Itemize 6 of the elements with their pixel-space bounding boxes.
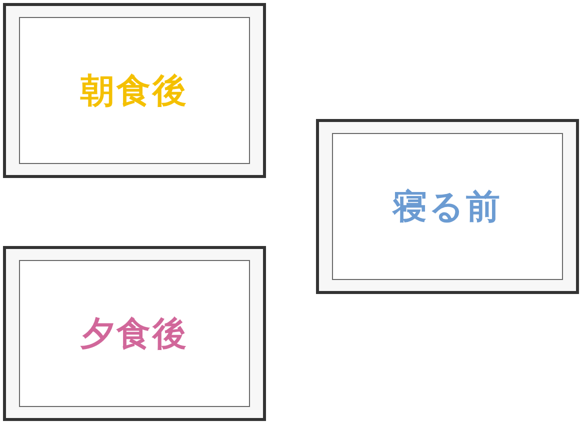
- picture-frame: [316, 119, 579, 294]
- picture-frame: [3, 246, 266, 421]
- frame-label: 寝る前: [393, 186, 502, 228]
- picture-frame: [3, 3, 266, 178]
- frame-label: 夕食後: [80, 312, 188, 356]
- frame-label: 朝食後: [80, 70, 188, 112]
